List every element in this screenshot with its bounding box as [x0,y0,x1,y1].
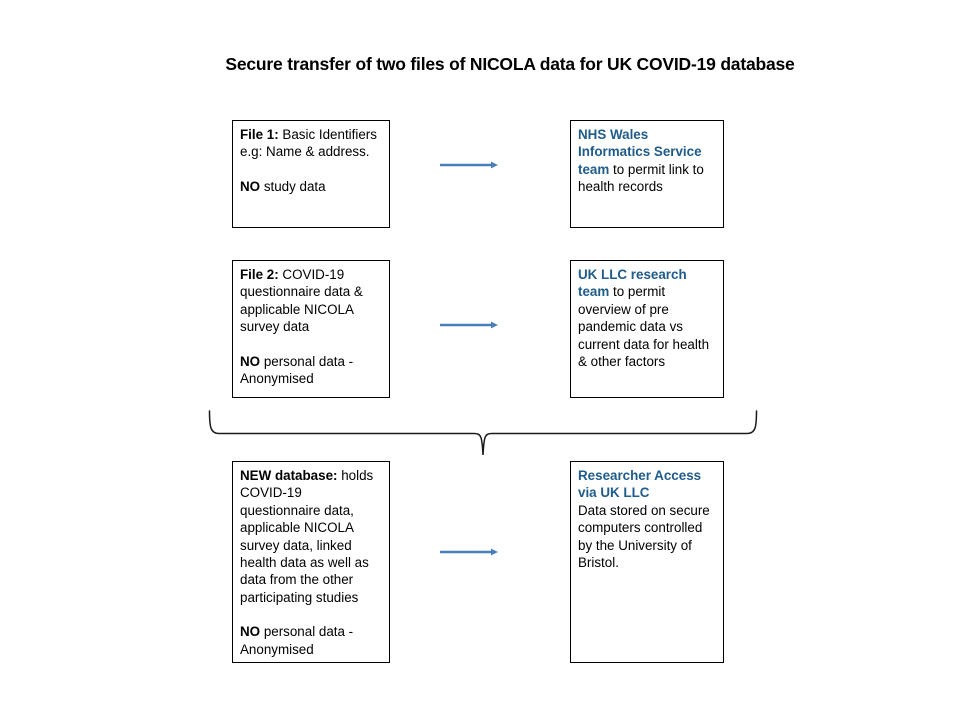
box-researcher-access: Researcher Access via UK LLC Data stored… [570,461,724,663]
file1-line3-text: study data [260,178,326,194]
nhs-wales-lead: NHS Wales Informatics Service team [578,127,702,177]
file2-line-2: NO personal data - Anonymised [240,353,382,388]
newdb-lead: NEW database: [240,468,338,483]
box-new-database: NEW database: holds COVID-19 questionnai… [232,461,390,663]
nhs-wales-rest: to permit link to health records [578,161,704,195]
file2-lead: File 2: [240,267,279,282]
ukllc-rest: to permit overview of pre pandemic data … [578,284,710,370]
connector-arrow-1 [439,158,499,170]
box-file-1: File 1: Basic Identifiers e.g: Name & ad… [232,120,390,228]
curly-brace-connector [200,405,766,461]
file2-line-1: File 2: COVID-19 questionnaire data & ap… [240,266,382,336]
file1-line-1: File 1: Basic Identifiers [240,126,382,143]
newdb-spacer [240,606,382,623]
box-file-2: File 2: COVID-19 questionnaire data & ap… [232,260,390,398]
newdb-rest: holds COVID-19 questionnaire data, appli… [240,468,374,605]
newdb-no-emphasis: NO [240,624,261,640]
file1-line-2: e.g: Name & address. [240,144,370,160]
ukllc-content: UK LLC research team to permit overview … [578,266,716,370]
researcher-lead-line: Researcher Access via UK LLC [578,467,716,502]
file2-rest: COVID-19 questionnaire data & applicable… [240,267,363,335]
file1-spacer [240,161,382,178]
file1-lead: File 1: [240,127,279,142]
file1-line-3: NO study data [240,178,382,195]
researcher-rest: Data stored on secure computers controll… [578,502,710,571]
box-uk-llc-research: UK LLC research team to permit overview … [570,260,724,398]
newdb-line-1: NEW database: holds COVID-19 questionnai… [240,467,382,606]
researcher-lead: Researcher Access via UK LLC [578,468,702,501]
file2-rest2: personal data - Anonymised [240,353,354,387]
connector-arrow-2 [439,318,499,330]
file1-no-emphasis: NO [240,178,261,194]
ukllc-lead: UK LLC research team [578,267,687,300]
newdb-line-2: NO personal data - Anonymised [240,623,382,658]
newdb-rest2: personal data - Anonymised [240,624,354,657]
box-nhs-wales-informatics: NHS Wales Informatics Service team to pe… [570,120,724,228]
nhs-wales-content: NHS Wales Informatics Service team to pe… [578,126,716,196]
page-title: Secure transfer of two files of NICOLA d… [225,54,795,74]
file2-no-emphasis: NO [240,353,261,369]
file1-line1-text: Basic Identifiers [278,127,377,142]
connector-arrow-3 [439,545,499,557]
file2-spacer [240,336,382,353]
